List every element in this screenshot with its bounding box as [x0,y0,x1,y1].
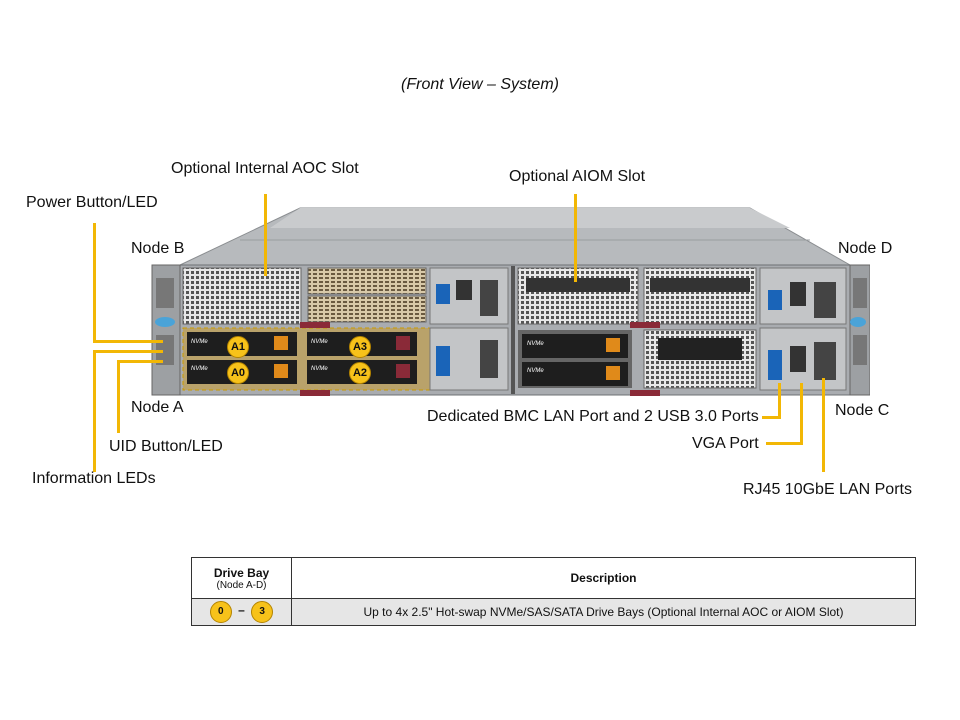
power-button-line [93,340,163,343]
uid-button-line [117,360,163,363]
label-node-b: Node B [131,240,185,257]
table-header-drive-bay: Drive Bay (Node A-D) [191,557,292,599]
drive-bay-header: Drive Bay [213,565,270,580]
bmc-lan-line [762,416,781,419]
drive-badge-a1: A1 [227,336,249,358]
drive-label: NVMe [191,339,208,345]
label-rj45-lan-ports: RJ45 10GbE LAN Ports [743,481,912,498]
label-node-a: Node A [131,399,184,416]
drive-badge-a2: A2 [349,362,371,384]
table-header-description: Description [291,557,916,599]
bmc-lan-line [778,383,781,418]
label-vga-port: VGA Port [692,435,759,452]
drive-label: NVMe [527,368,544,374]
drive-label: NVMe [527,341,544,347]
drive-badge-a0: A0 [227,362,249,384]
vga-port-line [800,383,803,445]
info-leds-line [93,350,96,472]
label-dedicated-bmc-lan: Dedicated BMC LAN Port and 2 USB 3.0 Por… [427,408,759,425]
drive-label: NVMe [191,366,208,372]
label-uid-button-led: UID Button/LED [109,438,223,455]
info-leds-line [93,350,163,353]
label-power-button-led: Power Button/LED [26,194,158,211]
label-optional-aiom-slot: Optional AIOM Slot [509,168,646,185]
drive-bay-table: Drive Bay (Node A-D) Description 0 – 3 U… [191,557,916,626]
drive-label: NVMe [311,339,328,345]
vga-port-line [766,442,803,445]
rj45-line [822,378,825,472]
drive-bay-range: 0 – 3 [191,598,292,626]
drive-bay-subheader: (Node A-D) [216,579,267,591]
badge-start: 0 [209,601,232,623]
label-information-leds: Information LEDs [32,470,156,487]
aiom-slot-line [574,194,577,282]
label-node-c: Node C [835,402,890,419]
drive-badge-a3: A3 [349,336,371,358]
label-optional-internal-aoc-slot: Optional Internal AOC Slot [171,160,359,177]
range-dash: – [238,603,245,617]
row-description: Up to 4x 2.5" Hot-swap NVMe/SAS/SATA Dri… [291,598,916,626]
badge-end: 3 [251,601,274,623]
power-button-line [93,223,96,342]
label-node-d: Node D [838,240,893,257]
table-row: 0 – 3 Up to 4x 2.5" Hot-swap NVMe/SAS/SA… [191,598,916,626]
uid-button-line [117,360,120,433]
figure-title: (Front View – System) [401,76,559,93]
server-chassis [151,207,870,396]
drive-label: NVMe [311,366,328,372]
aoc-slot-line [264,194,267,276]
